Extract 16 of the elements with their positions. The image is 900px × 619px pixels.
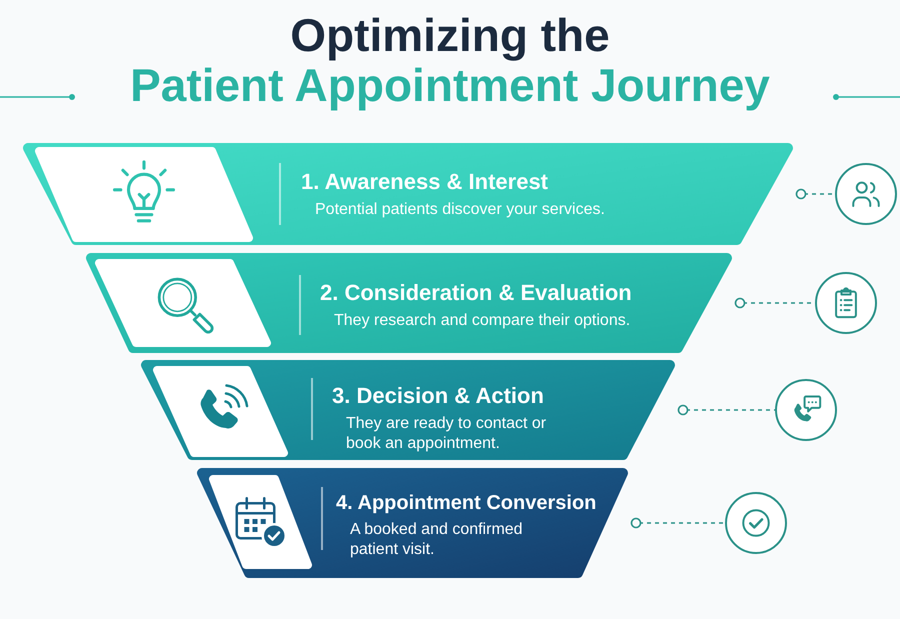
- step-heading: 2. Consideration & Evaluation: [320, 280, 632, 306]
- step-heading: 4. Appointment Conversion: [336, 491, 596, 515]
- step-description: Potential patients discover your services.: [315, 200, 605, 220]
- funnel-band: [20, 143, 796, 245]
- funnel-band: [138, 360, 678, 460]
- step-description: They are ready to contact or book an appointment.: [346, 414, 548, 454]
- step-heading: 1. Awareness & Interest: [301, 169, 548, 196]
- funnel-band: [83, 253, 735, 353]
- step-description: They research and compare their options.: [334, 311, 630, 332]
- step-heading: 3. Decision & Action: [332, 383, 544, 410]
- dotted-connector: [630, 518, 725, 528]
- step-description: A booked and confirmed patient visit.: [350, 520, 524, 560]
- dotted-connector: [796, 188, 835, 200]
- title: Optimizing the Patient Appointment Journey: [130, 10, 770, 110]
- funnel-band: [194, 468, 631, 578]
- dotted-connector: [678, 404, 775, 416]
